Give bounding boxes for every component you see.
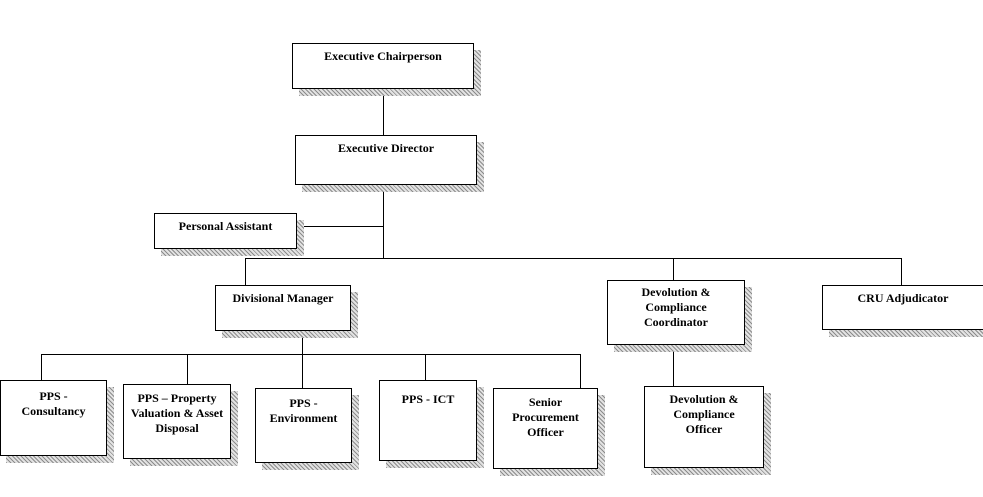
pps-ict-box: PPS - ICT (379, 380, 477, 461)
executive-chairperson-label: Executive Chairperson (324, 49, 442, 63)
connector-ict-drop (425, 354, 426, 381)
connector-senior-drop (580, 354, 581, 389)
connector-consultancy-drop (41, 354, 42, 381)
pps-ict-label: PPS - ICT (401, 392, 455, 406)
pps-property-label: PPS – Property Valuation & Asset Disposa… (130, 391, 224, 435)
divisional-manager-label: Divisional Manager (232, 291, 334, 305)
executive-director-box: Executive Director (295, 135, 477, 185)
connector-property-drop (187, 354, 188, 385)
pps-consultancy-box: PPS - Consultancy (0, 380, 107, 456)
connector-environment-drop (302, 354, 303, 389)
personal-assistant-label: Personal Assistant (178, 219, 273, 233)
devolution-officer-box: Devolution & Compliance Officer (644, 386, 764, 468)
connector-cru-drop (901, 258, 902, 286)
connector-chairperson-director (383, 89, 384, 136)
connector-devolution-officer (673, 345, 674, 387)
pps-environment-box: PPS - Environment (255, 388, 352, 463)
connector-sub-horizontal (41, 354, 581, 355)
connector-personal-assistant (297, 226, 384, 227)
senior-procurement-box: Senior Procurement Officer (493, 388, 598, 469)
executive-chairperson-box: Executive Chairperson (292, 43, 474, 89)
devolution-coordinator-box: Devolution & Compliance Coordinator (607, 280, 745, 345)
connector-devolution-drop (673, 258, 674, 282)
cru-adjudicator-box: CRU Adjudicator (822, 285, 983, 330)
pps-consultancy-label: PPS - Consultancy (21, 389, 86, 418)
connector-director-trunk (383, 185, 384, 258)
senior-procurement-label: Senior Procurement Officer (512, 395, 579, 439)
executive-director-label: Executive Director (337, 141, 435, 155)
connector-divisional-down (302, 331, 303, 355)
connector-main-horizontal (245, 258, 902, 259)
connector-divisional-drop (245, 258, 246, 286)
pps-environment-label: PPS - Environment (269, 396, 338, 425)
divisional-manager-box: Divisional Manager (215, 285, 351, 331)
devolution-officer-label: Devolution & Compliance Officer (669, 392, 739, 436)
pps-property-box: PPS – Property Valuation & Asset Disposa… (123, 384, 231, 459)
devolution-coordinator-label: Devolution & Compliance Coordinator (641, 285, 711, 329)
cru-adjudicator-label: CRU Adjudicator (857, 291, 949, 305)
personal-assistant-box: Personal Assistant (154, 213, 297, 249)
